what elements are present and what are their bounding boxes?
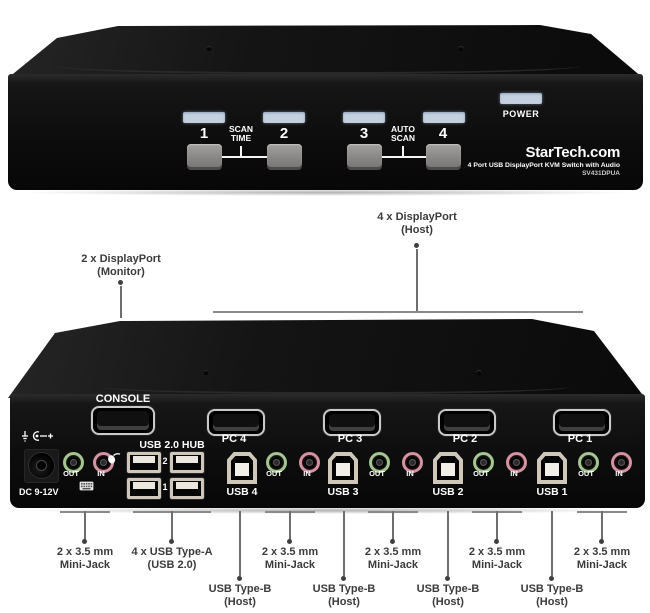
port-select-button-2 xyxy=(267,144,302,167)
port-number-1: 1 xyxy=(199,125,209,142)
displayport-console xyxy=(91,406,155,435)
audio-in-jack xyxy=(402,452,423,473)
usb-a-port xyxy=(170,478,204,499)
lid-groove xyxy=(55,56,580,74)
usb1-label: USB 1 xyxy=(536,486,568,498)
rear-shadow xyxy=(18,507,634,514)
callout-dot xyxy=(118,280,123,285)
monitor-callout-line1: 2 x DisplayPort xyxy=(81,253,161,265)
usb3-label: USB 3 xyxy=(327,486,359,498)
dc-label: DC 9-12V xyxy=(19,487,59,497)
callout-dot xyxy=(414,243,419,248)
usb2-label: USB 2 xyxy=(432,486,464,498)
audio-out-label: OUT xyxy=(266,469,282,478)
audio-in-label: IN xyxy=(615,469,623,478)
port-select-button-1 xyxy=(187,144,222,167)
front-shadow xyxy=(16,189,634,196)
model-number: SV431DPUA xyxy=(582,170,620,177)
displayport-pc4 xyxy=(207,409,265,436)
usb4-label: USB 4 xyxy=(226,486,258,498)
port-led-2 xyxy=(263,112,305,123)
port-led-1 xyxy=(183,112,225,123)
hub-port-number-1: 1 xyxy=(162,482,168,492)
scan-time-connector xyxy=(222,156,267,158)
port-led-4 xyxy=(423,112,465,123)
audio-in-jack xyxy=(506,452,527,473)
host-dp-callout-line1: 4 x DisplayPort xyxy=(377,211,457,223)
audio-in-label: IN xyxy=(510,469,518,478)
usb-b-port-1 xyxy=(537,452,567,484)
audio-in-label: IN xyxy=(97,469,105,478)
power-led-icon xyxy=(500,93,542,104)
displayport-pc3 xyxy=(323,409,381,436)
monitor-callout-line2: (Monitor) xyxy=(97,266,145,278)
scan-time-label: SCAN TIME xyxy=(228,124,254,143)
scan-time-tick xyxy=(240,146,242,156)
callout-span-bar xyxy=(213,311,583,313)
audio-in-label: IN xyxy=(406,469,414,478)
pc3-label: PC 3 xyxy=(337,433,363,445)
usb-b-port-4 xyxy=(227,452,257,484)
usb-b-port-3 xyxy=(328,452,358,484)
auto-scan-tick xyxy=(402,146,404,156)
audio-out-jack xyxy=(266,452,287,473)
dc-polarity-icon xyxy=(22,431,53,442)
brand-logo: StarTech.com xyxy=(525,144,621,161)
hub-port-number-2: 2 xyxy=(162,456,168,466)
pc1-label: PC 1 xyxy=(567,433,593,445)
audio-in-label: IN xyxy=(303,469,311,478)
screw-icon xyxy=(203,370,209,375)
lid-groove xyxy=(100,378,570,394)
pc4-label: PC 4 xyxy=(221,433,247,445)
audio-in-jack xyxy=(611,452,632,473)
port-led-3 xyxy=(343,112,385,123)
pc2-label: PC 2 xyxy=(452,433,478,445)
dc-power-jack xyxy=(28,452,55,479)
console-label: CONSOLE xyxy=(95,393,151,405)
audio-out-label: OUT xyxy=(63,469,79,478)
audio-out-label: OUT xyxy=(369,469,385,478)
audio-out-label: OUT xyxy=(473,469,489,478)
audio-out-jack xyxy=(63,452,84,473)
screw-icon xyxy=(476,370,482,375)
auto-scan-label: AUTO SCAN xyxy=(390,124,416,143)
displayport-pc2 xyxy=(438,409,496,436)
displayport-pc1 xyxy=(553,409,611,436)
audio-in-jack xyxy=(299,452,320,473)
callout-line xyxy=(416,249,418,311)
screw-icon xyxy=(206,46,212,51)
keyboard-icon xyxy=(79,481,94,491)
screw-icon xyxy=(458,46,464,51)
usb-b-port-2 xyxy=(433,452,463,484)
audio-out-label: OUT xyxy=(578,469,594,478)
mouse-icon xyxy=(108,453,121,464)
usb-a-port xyxy=(127,452,161,473)
usb-hub-label: USB 2.0 HUB xyxy=(139,439,205,451)
port-select-button-4 xyxy=(426,144,461,167)
audio-out-jack xyxy=(473,452,494,473)
port-number-4: 4 xyxy=(438,125,448,142)
port-select-button-3 xyxy=(347,144,382,167)
product-name: 4 Port USB DisplayPort KVM Switch with A… xyxy=(467,162,620,169)
power-label: POWER xyxy=(502,109,540,119)
usb-a-port xyxy=(170,452,204,473)
usb-a-port xyxy=(127,478,161,499)
callout-line xyxy=(120,286,122,318)
host-dp-callout-line2: (Host) xyxy=(401,224,433,236)
port-number-2: 2 xyxy=(279,125,289,142)
auto-scan-connector xyxy=(382,156,426,158)
port-number-3: 3 xyxy=(359,125,369,142)
audio-out-jack xyxy=(578,452,599,473)
audio-out-jack xyxy=(369,452,390,473)
